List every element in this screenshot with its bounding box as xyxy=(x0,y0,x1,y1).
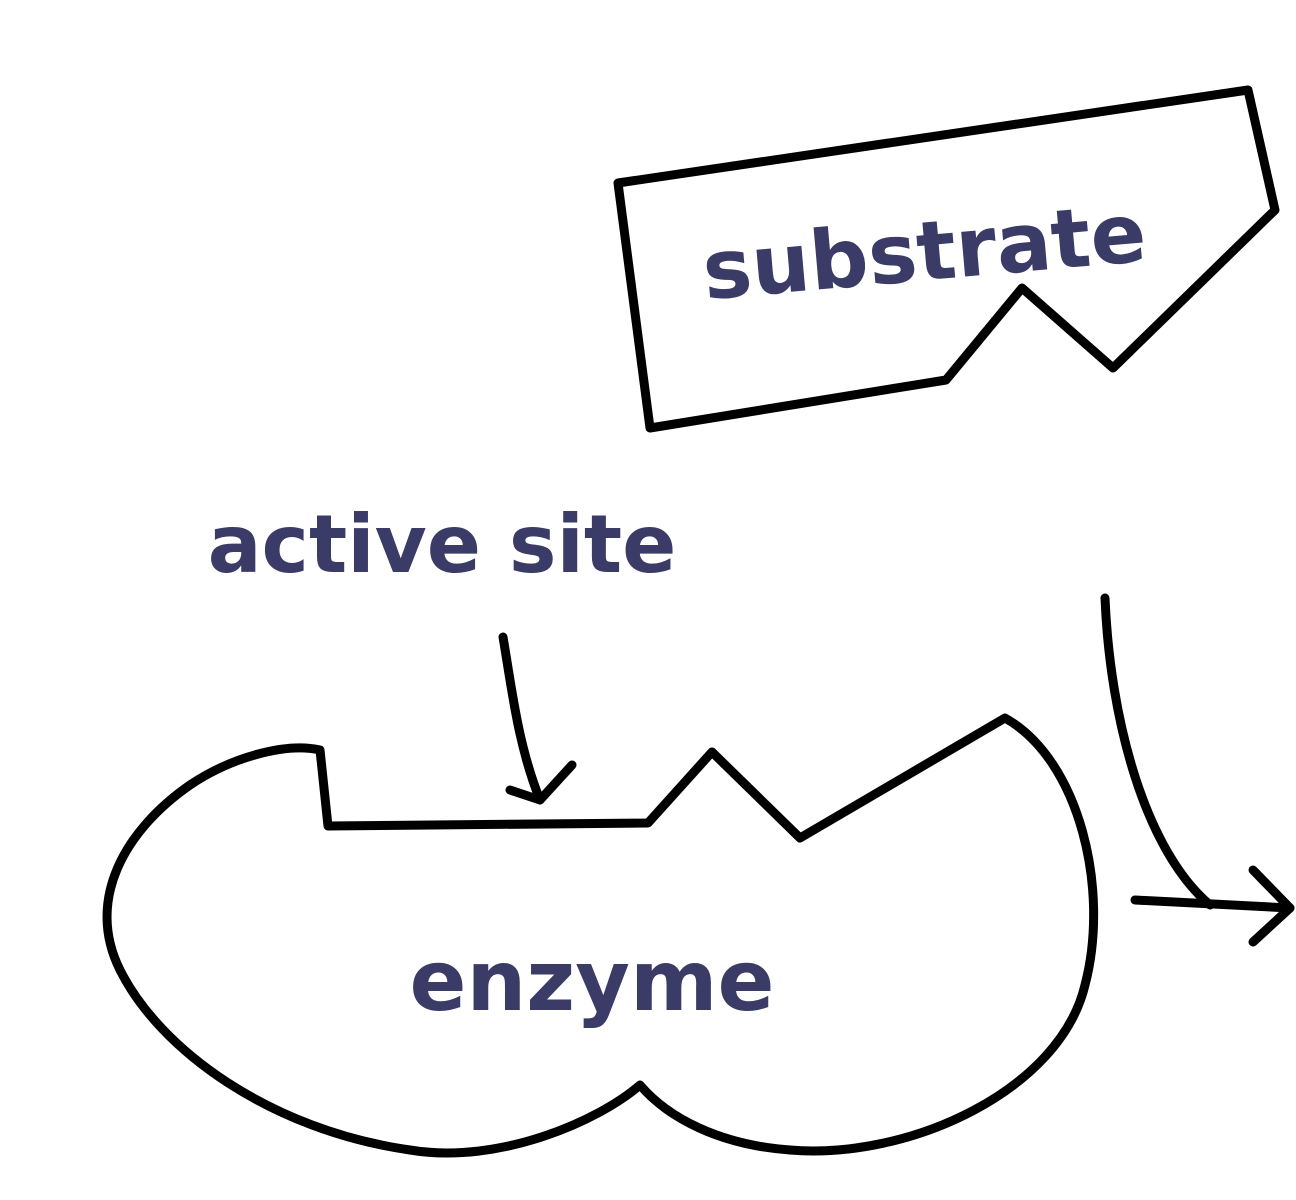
curved-arrow-down-icon xyxy=(498,632,577,805)
substrate-label: substrate xyxy=(699,186,1150,319)
active-site-arrow-head xyxy=(505,760,577,805)
substrate-group: substrate xyxy=(613,85,1280,433)
reaction-arrow-shaft xyxy=(1100,593,1215,910)
curved-arrow-right-icon xyxy=(1100,593,1295,947)
active-site-label: active site xyxy=(208,498,677,591)
reaction-arrow-line xyxy=(1130,895,1295,913)
substrate-shape xyxy=(613,85,1280,433)
enzyme-shape xyxy=(102,713,1099,1158)
active-site-arrow-shaft xyxy=(498,632,545,805)
active-site-group: active site xyxy=(208,498,677,805)
reaction-arrow-head xyxy=(1248,865,1295,947)
enzyme-label: enzyme xyxy=(410,932,775,1030)
enzyme-group: enzyme xyxy=(102,713,1099,1158)
